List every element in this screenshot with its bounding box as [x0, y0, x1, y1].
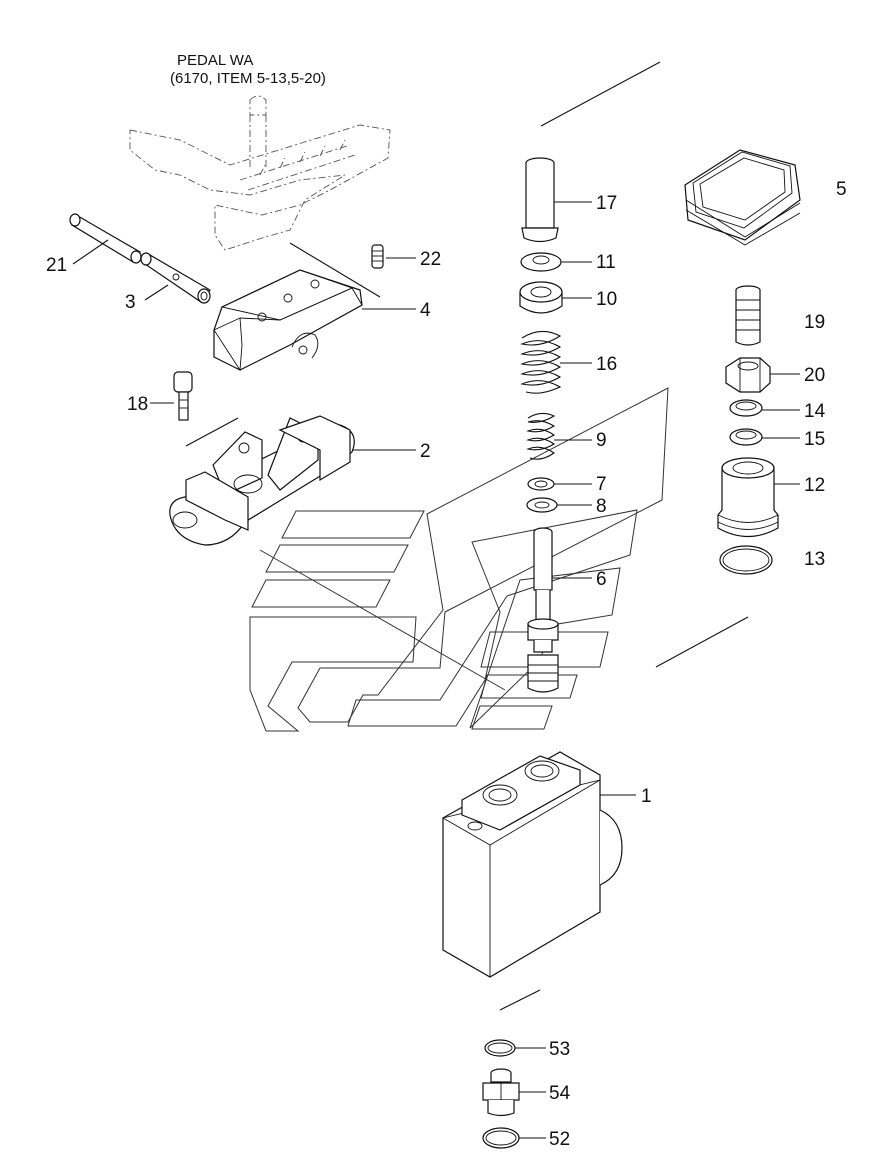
- callout-3: 3: [125, 292, 136, 313]
- part-14-ring: [729, 399, 763, 417]
- part-18-capscrew: [173, 371, 193, 421]
- part-52-oring: [482, 1127, 520, 1149]
- part-1-valve-body: [441, 751, 623, 978]
- callout-10: 10: [596, 289, 617, 310]
- part-9-inner-spring: [526, 412, 556, 460]
- callout-52: 52: [549, 1129, 570, 1150]
- part-8-washer: [526, 497, 558, 513]
- callout-19: 19: [804, 312, 825, 333]
- part-12-guide: [717, 457, 779, 537]
- part-3-bushing: [140, 252, 211, 304]
- part-10-spring-seat: [519, 281, 563, 314]
- axis-lines: [185, 61, 749, 1011]
- callout-54: 54: [549, 1083, 571, 1104]
- part-19-stud: [735, 285, 761, 346]
- watermark-logo: [249, 387, 669, 732]
- callout-17: 17: [596, 193, 617, 214]
- callout-5: 5: [836, 179, 847, 200]
- callout-9: 9: [596, 430, 607, 451]
- callout-8: 8: [596, 496, 607, 517]
- callout-20: 20: [804, 365, 825, 386]
- part-21-pin: [69, 213, 142, 264]
- part-2-base-bracket: [169, 415, 355, 546]
- callout-labels: 17 11 10 16 9 7 8 6 22 4 2 18 21 3 5 19 …: [46, 179, 847, 1150]
- callout-12: 12: [804, 475, 825, 496]
- part-22-setscrew: [371, 244, 384, 269]
- part-15-ring: [729, 428, 763, 446]
- callout-15: 15: [804, 429, 825, 450]
- callout-22: 22: [420, 249, 441, 270]
- part-4-pedal-block: [213, 269, 363, 372]
- callout-21: 21: [46, 255, 67, 276]
- callout-1: 1: [641, 786, 652, 807]
- part-6-spool: [527, 527, 559, 693]
- callout-16: 16: [596, 354, 617, 375]
- callout-53: 53: [549, 1039, 570, 1060]
- part-7-washer: [527, 477, 555, 491]
- callout-4: 4: [420, 300, 431, 321]
- part-13-oring: [719, 545, 773, 575]
- callout-11: 11: [596, 252, 616, 273]
- part-20-hex-nut: [725, 357, 771, 393]
- callout-2: 2: [420, 441, 431, 462]
- callout-7: 7: [596, 474, 607, 495]
- callout-18: 18: [127, 394, 148, 415]
- part-53-oring: [484, 1039, 516, 1057]
- header-line-2: (6170, ITEM 5-13,5-20): [170, 70, 326, 87]
- part-11-washer: [520, 252, 562, 272]
- part-16-outer-spring: [520, 330, 562, 394]
- part-5-rubber-boot: [684, 149, 801, 246]
- leader-lines: [72, 201, 800, 1139]
- part-54-fitting: [482, 1068, 520, 1117]
- header-line-1: PEDAL WA: [177, 52, 253, 69]
- pedal-ghost-outline: [129, 95, 391, 251]
- part-17-plunger: [521, 157, 559, 243]
- callout-14: 14: [804, 401, 826, 422]
- callout-13: 13: [804, 549, 825, 570]
- callout-6: 6: [596, 569, 607, 590]
